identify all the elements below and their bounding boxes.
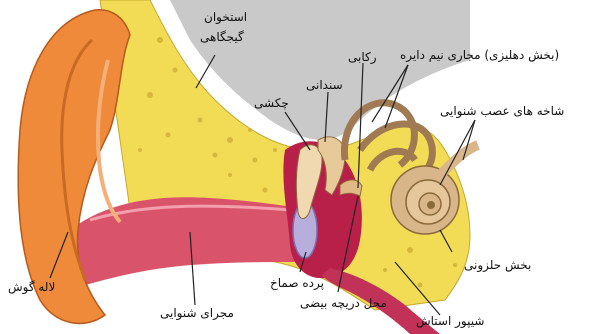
ear-canal — [70, 197, 300, 290]
label-pinna: لاله گوش — [8, 280, 55, 294]
label-stapes: رکابی — [348, 50, 377, 64]
label-oval-window: محل دریچه بیضی — [300, 296, 387, 310]
label-incus: سندانی — [306, 78, 343, 92]
label-eustachian-tube: شیپور استاش — [416, 314, 484, 328]
label-ear-canal: مجرای شنوایی — [160, 306, 234, 320]
cochlea-shape — [391, 166, 459, 234]
label-eardrum: پرده صماخ — [270, 276, 324, 290]
label-nerve-branches: شاخه های عصب شنوایی — [440, 104, 564, 118]
label-malleus: چکشی — [254, 96, 289, 110]
label-temporal-bone-1: استخوان — [204, 10, 247, 24]
label-vestibule-canals: (بخش دهلیزی) مجاری نیم دایره — [400, 48, 559, 62]
label-cochlea: بخش حلزونی — [464, 258, 531, 272]
label-temporal-bone-2: گیجگاهی — [200, 30, 244, 44]
